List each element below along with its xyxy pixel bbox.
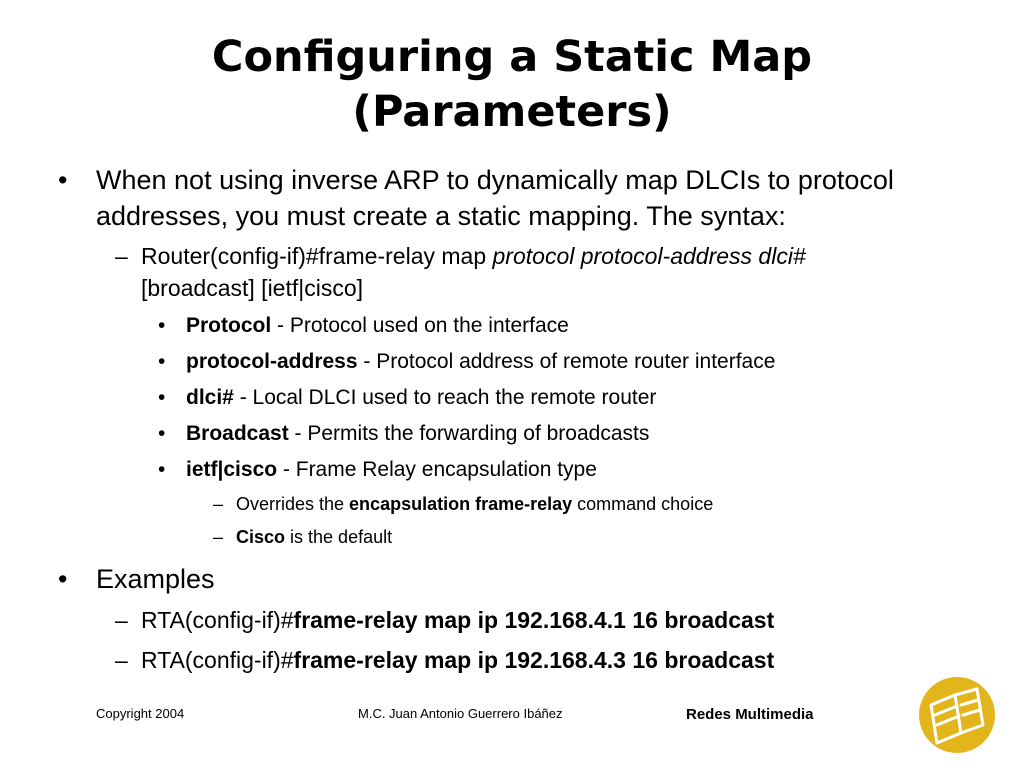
param-marker: • (158, 314, 166, 337)
param-marker: • (158, 386, 166, 409)
param-term: ietf|cisco (186, 458, 278, 481)
intro-line-2: addresses, you must create a static mapp… (96, 201, 786, 231)
param-desc: - Protocol address of remote router inte… (357, 350, 776, 373)
footer-author: M.C. Juan Antonio Guerrero Ibáñez (358, 706, 563, 721)
param-item-dlci: dlci# - Local DLCI used to reach the rem… (186, 383, 656, 413)
syntax-line-2: [broadcast] [ietf|cisco] (141, 275, 364, 301)
title-line-2: (Parameters) (352, 87, 672, 137)
note-bold: Cisco (236, 527, 286, 547)
example-item: RTA(config-if)#frame-relay map ip 192.16… (141, 644, 774, 676)
param-term: dlci# (186, 386, 234, 409)
example-item: RTA(config-if)#frame-relay map ip 192.16… (141, 604, 774, 636)
param-term: Protocol (186, 314, 272, 337)
examples-heading: Examples (96, 564, 215, 594)
param-item-ietf-cisco: ietf|cisco - Frame Relay encapsulation t… (186, 455, 597, 485)
param-desc: - Local DLCI used to reach the remote ro… (233, 386, 657, 409)
syntax-italic: protocol protocol-address dlci# (492, 243, 806, 269)
title-line-1: Configuring a Static Map (211, 32, 813, 82)
param-item-protocol-address: protocol-address - Protocol address of r… (186, 347, 775, 377)
param-marker: • (158, 458, 166, 481)
dash-marker: – (115, 243, 128, 269)
sub-dash-marker: – (213, 527, 224, 547)
footer-brand: Redes Multimedia (686, 706, 814, 723)
bullet-marker: • (58, 564, 68, 594)
syntax-prefix: Router(config-if)#frame-relay map (141, 243, 493, 269)
note-post: command choice (572, 494, 714, 514)
param-marker: • (158, 422, 166, 445)
param-item-broadcast: Broadcast - Permits the forwarding of br… (186, 419, 649, 449)
param-item-protocol: Protocol - Protocol used on the interfac… (186, 311, 569, 341)
note-bold: encapsulation frame-relay (349, 494, 573, 514)
intro-line-1: When not using inverse ARP to dynamicall… (96, 165, 894, 195)
dash-marker: – (115, 647, 128, 673)
param-term: protocol-address (186, 350, 358, 373)
note-post: is the default (285, 527, 393, 547)
slide-title: Configuring a Static Map (Parameters) (60, 30, 964, 140)
bullet-marker: • (58, 165, 68, 195)
dash-marker: – (115, 607, 128, 633)
note-overrides: Overrides the encapsulation frame-relay … (236, 491, 713, 517)
example-prompt: RTA(config-if)# (141, 607, 294, 633)
footer-copyright: Copyright 2004 (96, 706, 185, 721)
example-command: frame-relay map ip 192.168.4.1 16 broadc… (293, 607, 775, 633)
param-marker: • (158, 350, 166, 373)
intro-bullet: When not using inverse ARP to dynamicall… (96, 162, 894, 234)
syntax-bullet: Router(config-if)#frame-relay map protoc… (141, 240, 806, 304)
param-desc: - Permits the forwarding of broadcasts (288, 422, 650, 445)
param-desc: - Frame Relay encapsulation type (277, 458, 597, 481)
sub-dash-marker: – (213, 494, 224, 514)
note-cisco-default: Cisco is the default (236, 524, 392, 550)
example-command: frame-relay map ip 192.168.4.3 16 broadc… (293, 647, 775, 673)
param-term: Broadcast (186, 422, 289, 445)
param-desc: - Protocol used on the interface (271, 314, 569, 337)
example-prompt: RTA(config-if)# (141, 647, 294, 673)
note-pre: Overrides the (236, 494, 350, 514)
book-emblem-icon (919, 677, 995, 753)
